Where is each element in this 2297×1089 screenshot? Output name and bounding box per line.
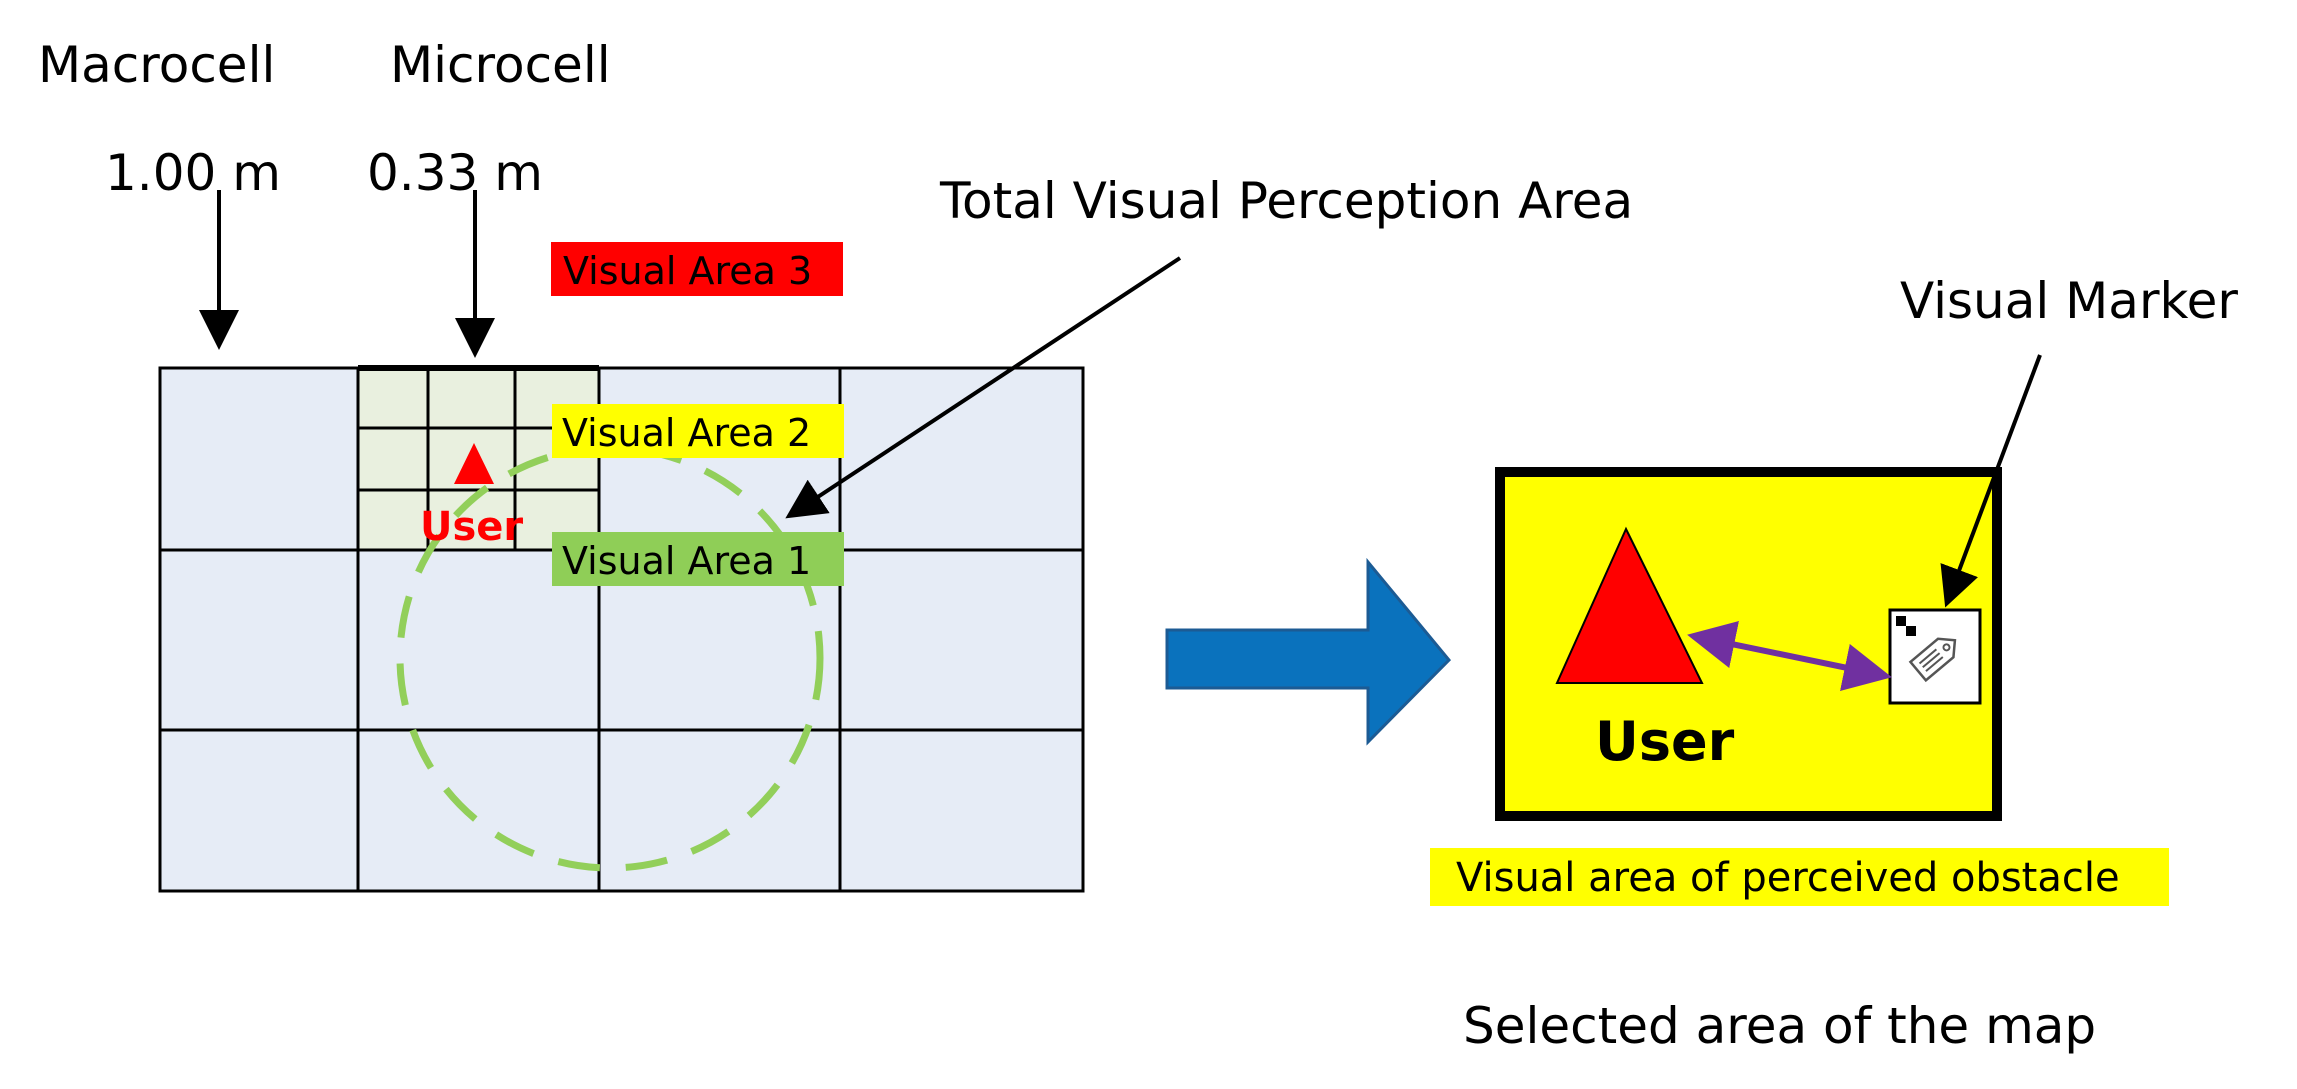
macrocell-label: Macrocell xyxy=(38,36,275,94)
selected-area-caption: Selected area of the map xyxy=(1463,997,2096,1055)
visual-area-2-label: Visual Area 2 xyxy=(562,411,811,455)
user-triangle-grid xyxy=(454,443,494,484)
macro-size-label: 1.00 m xyxy=(105,144,281,202)
user-triangle-panel xyxy=(1555,526,1704,684)
visual-area-1-box xyxy=(552,532,844,586)
big-right-arrow xyxy=(1165,557,1452,746)
obstacle-area-label: Visual area of perceived obstacle xyxy=(1456,855,2120,901)
visual-marker-label: Visual Marker xyxy=(1900,272,2238,330)
total-area-arrow xyxy=(785,256,1182,519)
user-label-panel: User xyxy=(1595,710,1735,773)
microcell-label: Microcell xyxy=(390,36,611,94)
visual-marker-arrow xyxy=(1940,354,2042,608)
visual-area-2-box xyxy=(552,404,844,458)
total-area-label: Total Visual Perception Area xyxy=(939,172,1633,230)
visual-area-3-label: Visual Area 3 xyxy=(563,249,812,293)
micro-size-label: 0.33 m xyxy=(367,144,543,202)
distance-double-arrow xyxy=(1687,621,1892,691)
visual-area-1-label: Visual Area 1 xyxy=(562,539,811,583)
visual-area-3-box xyxy=(551,242,843,296)
obstacle-area-box xyxy=(1430,848,2169,906)
user-label-grid: User xyxy=(420,504,523,550)
tag-icon xyxy=(1908,637,1957,683)
visual-marker xyxy=(1888,608,1982,705)
